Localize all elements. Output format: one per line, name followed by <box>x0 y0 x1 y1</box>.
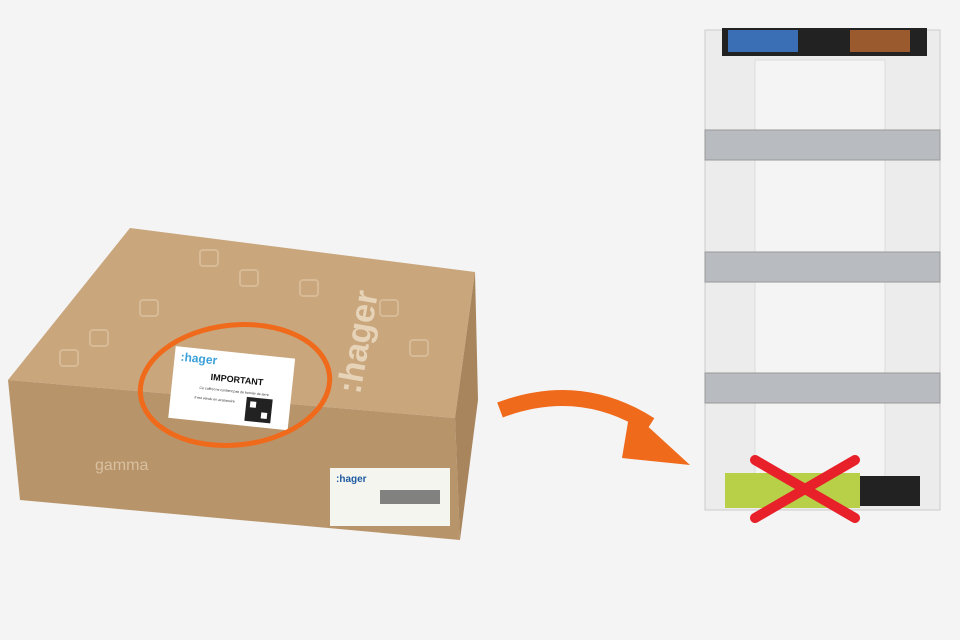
qr-code <box>244 396 273 424</box>
highlight-circle <box>137 322 333 448</box>
important-sticker: :hager IMPORTANT Ce coffret ne contient … <box>168 346 296 431</box>
distribution-enclosure <box>704 28 941 523</box>
arrow-icon <box>497 390 690 465</box>
cardboard-box: :hager gamma :hager <box>8 228 478 540</box>
terminal-brown <box>850 30 910 52</box>
din-rail-2 <box>704 251 941 283</box>
neutral-terminal-blue <box>728 30 798 52</box>
din-rail-1 <box>704 129 941 161</box>
sticker-line1: Ce coffret ne contient pas de bornier de… <box>199 386 269 397</box>
sticker-line2: Il est vendu en accessoire <box>194 395 235 403</box>
sticker-brand: :hager <box>180 350 218 368</box>
din-rail-3 <box>704 372 941 404</box>
cross-icon <box>750 455 860 523</box>
side-label-brand: :hager <box>336 474 367 485</box>
product-line-text: gamma <box>95 457 148 474</box>
